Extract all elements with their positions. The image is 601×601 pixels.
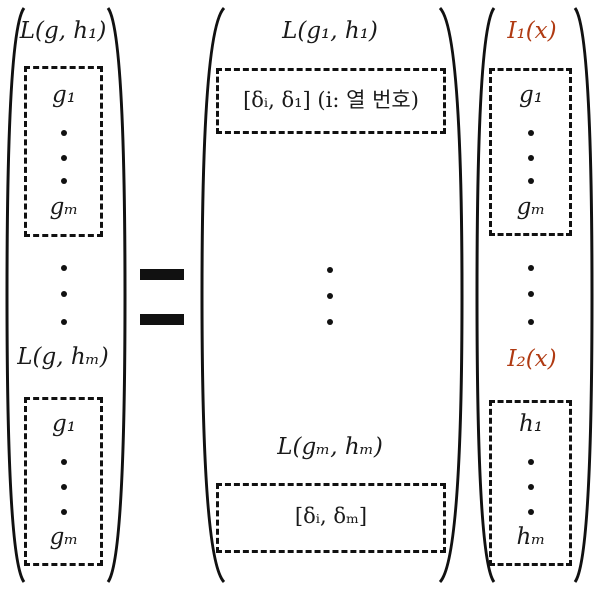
middle-row2-content: [δᵢ, δₘ]: [295, 506, 367, 527]
equals-sign-bottom-bar: [140, 314, 184, 325]
middle-row1-title: L(g₁, h₁): [282, 20, 378, 43]
right-block1-dot: [528, 130, 534, 136]
left-block2-dot: [61, 459, 67, 465]
right-block2-dot: [528, 509, 534, 515]
left-block1-last-entry: gₘ: [50, 196, 79, 219]
right-block1-dot: [528, 178, 534, 184]
left-block2-dot: [61, 484, 67, 490]
left-block2-dot: [61, 509, 67, 515]
left-block2-first-entry: g₁: [52, 413, 76, 436]
right-vertical-ellipsis-dot: [528, 265, 534, 271]
middle-vertical-ellipsis-dot: [327, 267, 333, 273]
middle-row2-title: L(gₘ, hₘ): [277, 436, 383, 459]
left-vertical-ellipsis-dot: [61, 319, 67, 325]
left-vertical-ellipsis-dot: [61, 265, 67, 271]
right-block2-dot: [528, 459, 534, 465]
right-block2-first-entry: h₁: [519, 413, 543, 436]
left-block2-last-entry: gₘ: [50, 526, 79, 549]
right-vector-close-paren: [571, 6, 595, 584]
left-vertical-ellipsis-dot: [61, 291, 67, 297]
left-block2-title: L(g, hₘ): [17, 346, 108, 369]
right-block1-title: I₁(x): [507, 20, 556, 43]
right-block1-dot: [528, 155, 534, 161]
right-block2-dot: [528, 484, 534, 490]
equals-sign-top-bar: [140, 269, 184, 280]
left-block1-dot: [61, 130, 67, 136]
middle-row1-content: [δᵢ, δ₁] (i: 열 번호): [243, 90, 419, 111]
right-vertical-ellipsis-dot: [528, 319, 534, 325]
left-block1-dot: [61, 155, 67, 161]
right-vertical-ellipsis-dot: [528, 291, 534, 297]
left-block1-title: L(g, h₁): [20, 20, 107, 43]
right-block1-first-entry: g₁: [519, 84, 543, 107]
left-block1-dot: [61, 178, 67, 184]
left-vector-close-paren: [104, 6, 128, 584]
right-block1-last-entry: gₘ: [517, 196, 546, 219]
middle-vertical-ellipsis-dot: [327, 319, 333, 325]
left-block1-first-entry: g₁: [52, 84, 76, 107]
right-block2-title: I₂(x): [507, 348, 556, 371]
middle-vertical-ellipsis-dot: [327, 293, 333, 299]
right-block2-last-entry: hₘ: [517, 526, 546, 549]
